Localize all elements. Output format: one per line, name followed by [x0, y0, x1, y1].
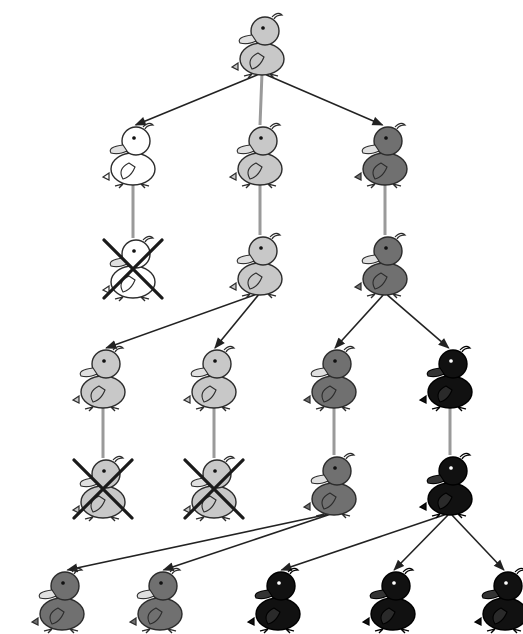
lineage-arrow: [136, 73, 262, 125]
duck-icon: [248, 568, 300, 633]
duck-icon: [232, 13, 284, 78]
lineage-arrow: [335, 293, 385, 348]
duck-icon: [103, 123, 155, 188]
duck-icon: [230, 123, 282, 188]
duck-icon: [230, 233, 282, 298]
duck-icon: [32, 568, 84, 633]
duck-nodes: [32, 13, 523, 633]
lineage-arrow: [450, 513, 504, 570]
lineage-arrow: [385, 293, 449, 348]
duck-icon: [475, 568, 523, 633]
duck-icon: [355, 123, 407, 188]
duck-icon: [184, 346, 236, 411]
lineage-arrow: [394, 513, 450, 570]
duck-icon: [130, 568, 182, 633]
duck-icon: [420, 453, 472, 518]
duck-icon: [73, 346, 125, 411]
duck-icon-crossed: [184, 456, 243, 521]
lineage-arrow: [262, 73, 383, 125]
duck-icon: [304, 453, 356, 518]
duck-icon: [420, 346, 472, 411]
duck-icon: [304, 346, 356, 411]
lineage-arrow: [260, 73, 262, 125]
duck-icon-crossed: [73, 456, 132, 521]
duck-icon-crossed: [103, 236, 162, 301]
duck-icon: [363, 568, 415, 633]
duck-icon: [355, 233, 407, 298]
lineage-arrow: [67, 513, 334, 570]
